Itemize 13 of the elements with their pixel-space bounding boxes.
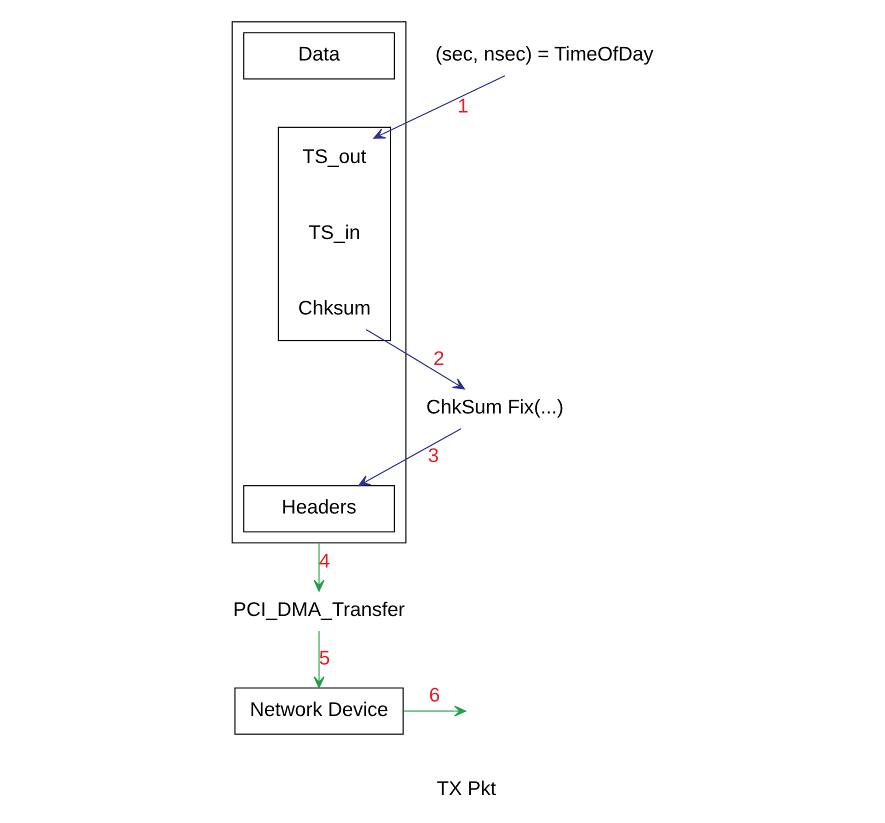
edge-label: 2: [432, 348, 444, 370]
edge-label: 3: [427, 444, 438, 467]
label: TX Pkt: [436, 778, 496, 800]
node-text: Chksum: [298, 298, 370, 320]
node-text: (sec, nsec) = TimeOfDay: [434, 44, 653, 66]
node-text: TS_out: [302, 146, 366, 168]
edge-label: 4: [318, 550, 330, 573]
node-text: PCI_DMA_Transfer: [232, 598, 404, 621]
node-text: TS_in: [308, 222, 360, 244]
node-text: ChkSum Fix(...): [426, 396, 564, 419]
edge-label: 6: [428, 684, 440, 707]
edge-label: 5: [318, 647, 330, 670]
edge-label: 1: [457, 95, 468, 118]
